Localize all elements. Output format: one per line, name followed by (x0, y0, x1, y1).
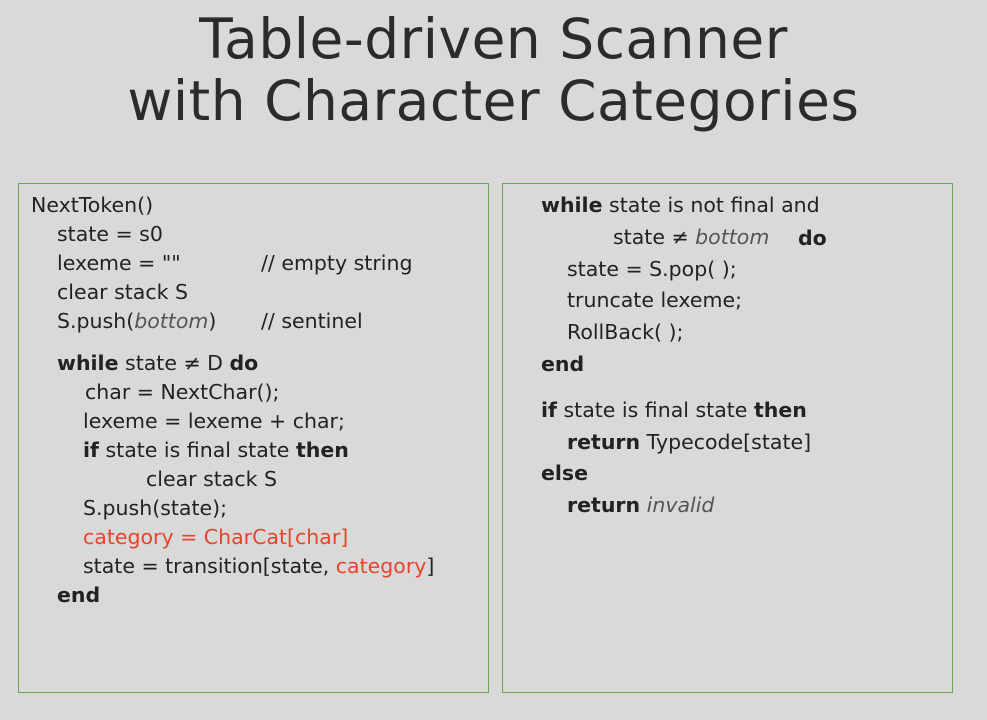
left-code-panel: NextToken() state = s0 lexeme = "" // em… (18, 183, 489, 693)
code-line-state-not-bottom: state ≠ bottom (613, 225, 769, 249)
code-line-nexttoken: NextToken() (31, 193, 154, 217)
code-line-while-not-final: while state is not final and (541, 193, 820, 217)
code-comment-sentinel: // sentinel (261, 309, 363, 333)
code-line-push-state: S.push(state); (83, 496, 228, 520)
code-line-category: category = CharCat[char] (83, 525, 349, 549)
code-while-cond: state is not final and (602, 193, 820, 217)
keyword-while: while (541, 193, 603, 217)
right-code-panel: while state is not final and state ≠ bot… (502, 183, 953, 693)
code-line-if-final: if state is final state then (541, 398, 807, 422)
code-line-pop: state = S.pop( ); (567, 257, 737, 281)
code-if-cond: state is final state (98, 438, 296, 462)
code-comment-empty-string: // empty string (261, 251, 413, 275)
code-line-clear-stack: clear stack S (57, 280, 189, 304)
code-push-open: S.push( (57, 309, 135, 333)
slide-title-line-2: with Character Categories (127, 69, 860, 133)
code-while-cond: state ≠ D (118, 351, 230, 375)
keyword-return: return (567, 493, 641, 517)
code-line-truncate: truncate lexeme; (567, 288, 743, 312)
code-line-return-invalid: return invalid (567, 493, 714, 517)
keyword-end: end (541, 352, 585, 376)
code-line-nextchar: char = NextChar(); (85, 380, 280, 404)
slide-title: Table-driven Scanner with Character Cate… (0, 8, 987, 132)
keyword-return: return (567, 430, 641, 454)
keyword-if: if (541, 398, 557, 422)
keyword-then: then (753, 398, 807, 422)
keyword-do: do (798, 226, 827, 250)
code-push-close: ) (208, 309, 217, 333)
keyword-while: while (57, 351, 119, 375)
code-line-while-loop: while state ≠ D do (57, 351, 258, 375)
code-invalid-keyword: invalid (646, 493, 715, 517)
code-if-cond: state is final state (556, 398, 754, 422)
keyword-do: do (229, 351, 259, 375)
code-transition-category: category (335, 554, 427, 578)
code-line-if-final: if state is final state then (83, 438, 349, 462)
code-transition-open: state = transition[state, (83, 554, 336, 578)
code-line-push-bottom: S.push(bottom) (57, 309, 216, 333)
keyword-then: then (295, 438, 349, 462)
slide-title-line-1: Table-driven Scanner (199, 7, 788, 71)
keyword-if: if (83, 438, 99, 462)
keyword-end: end (57, 583, 101, 607)
code-typecode: Typecode[state] (640, 430, 812, 454)
code-line-transition: state = transition[state, category] (83, 554, 434, 578)
code-line-clear-stack-inner: clear stack S (146, 467, 278, 491)
code-line-lexeme-init: lexeme = "" (57, 251, 181, 275)
code-line-state-init: state = s0 (57, 222, 163, 246)
code-transition-close: ] (426, 554, 435, 578)
keyword-else: else (541, 461, 589, 485)
code-line-rollback: RollBack( ); (567, 320, 684, 344)
code-line-lexeme-append: lexeme = lexeme + char; (83, 409, 345, 433)
code-state-neq: state ≠ (613, 225, 696, 249)
code-line-return-typecode: return Typecode[state] (567, 430, 811, 454)
code-bottom-keyword: bottom (695, 225, 770, 249)
code-bottom-keyword: bottom (134, 309, 209, 333)
